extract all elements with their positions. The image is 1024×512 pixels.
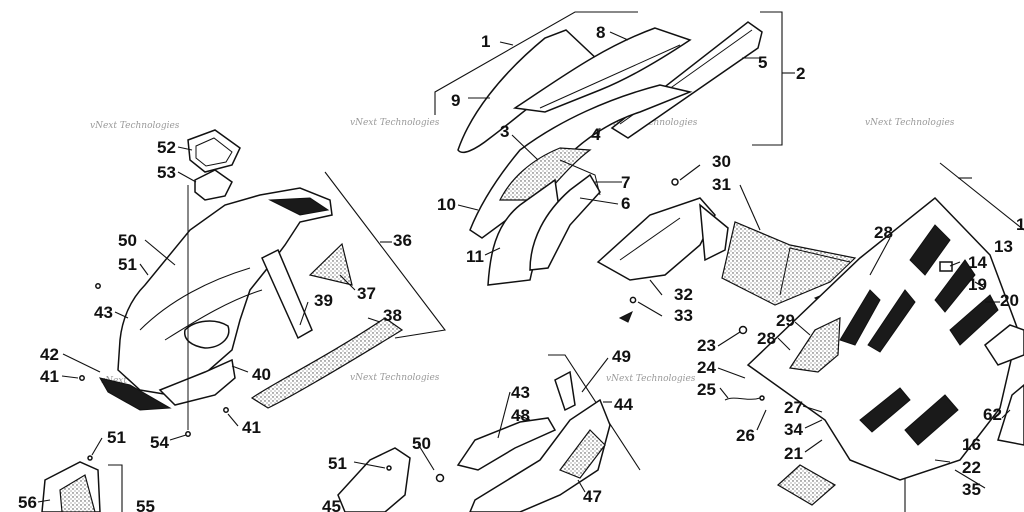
callout-39: 39	[314, 291, 333, 310]
watermark: vNext Technologies	[350, 118, 440, 128]
callout-55: 55	[136, 497, 155, 512]
callout-19: 19	[968, 275, 987, 294]
callout-10: 10	[437, 195, 456, 214]
callout-13: 13	[994, 237, 1013, 256]
callout-50-b: 50	[412, 434, 431, 453]
callout-42: 42	[40, 345, 59, 364]
callout-36: 36	[393, 231, 412, 250]
callout-38: 38	[383, 306, 402, 325]
callout-56: 56	[18, 493, 37, 512]
callout-48: 48	[511, 406, 530, 425]
watermark: vNext Technologies	[865, 118, 955, 128]
callout-41: 41	[40, 367, 59, 386]
callout-30: 30	[712, 152, 731, 171]
watermark: vNext Technologies	[608, 118, 698, 128]
callout-35: 35	[962, 480, 981, 499]
callout-41-b: 41	[242, 418, 261, 437]
callout-8: 8	[596, 23, 605, 42]
callout-32: 32	[674, 285, 693, 304]
callout-37: 37	[357, 284, 376, 303]
callout-11: 11	[466, 247, 484, 266]
callout-51: 51	[118, 255, 137, 274]
callout-26: 26	[736, 426, 755, 445]
callout-33: 33	[674, 306, 693, 325]
callout-23: 23	[697, 336, 716, 355]
callout-4: 4	[591, 125, 601, 144]
callout-50: 50	[118, 231, 137, 250]
callout-1: 1	[481, 32, 490, 51]
callout-3: 3	[500, 122, 509, 141]
left-side-panel	[79, 129, 446, 437]
lower-panels	[41, 354, 641, 512]
callout-27: 27	[784, 398, 803, 417]
callout-7: 7	[621, 173, 630, 192]
callout-24: 24	[697, 358, 716, 377]
callout-51-c: 51	[328, 454, 347, 473]
watermark: vNext Technologies	[606, 374, 696, 384]
front-panel	[596, 178, 857, 323]
callout-62: 62	[983, 405, 1002, 424]
callout-53: 53	[157, 163, 176, 182]
callout-29: 29	[776, 311, 795, 330]
callout-2: 2	[796, 64, 805, 83]
callout-5: 5	[758, 53, 767, 72]
callout-14: 14	[968, 253, 987, 272]
callout-20: 20	[1000, 291, 1019, 310]
callout-40: 40	[252, 365, 271, 384]
callout-47: 47	[583, 487, 602, 506]
callout-34: 34	[784, 420, 803, 439]
callout-31: 31	[712, 175, 731, 194]
watermark: vNext Technologies	[90, 121, 180, 131]
watermark: vNext Technologies	[350, 373, 440, 383]
callout-21: 21	[784, 444, 803, 463]
callout-44: 44	[614, 395, 633, 414]
callout-51-b: 51	[107, 428, 126, 447]
callout-28: 28	[874, 223, 893, 242]
callout-52: 52	[157, 138, 176, 157]
callout-43-b: 43	[511, 383, 530, 402]
callout-22: 22	[962, 458, 981, 477]
callout-16: 16	[962, 435, 981, 454]
callout-25: 25	[697, 380, 716, 399]
callout-12: 1	[1016, 215, 1024, 234]
callout-28-b: 28	[757, 329, 776, 348]
callout-6: 6	[621, 194, 630, 213]
callout-49: 49	[612, 347, 631, 366]
callout-9: 9	[451, 91, 460, 110]
seat-assembly	[434, 11, 795, 286]
callout-54: 54	[150, 433, 169, 452]
callout-labels: 1 2 3 4 5 6 7 8 9 10 11 1 13 14 16 19 20…	[18, 23, 1024, 512]
callout-43: 43	[94, 303, 113, 322]
leader-lines	[37, 31, 1011, 503]
callout-45: 45	[322, 497, 341, 512]
